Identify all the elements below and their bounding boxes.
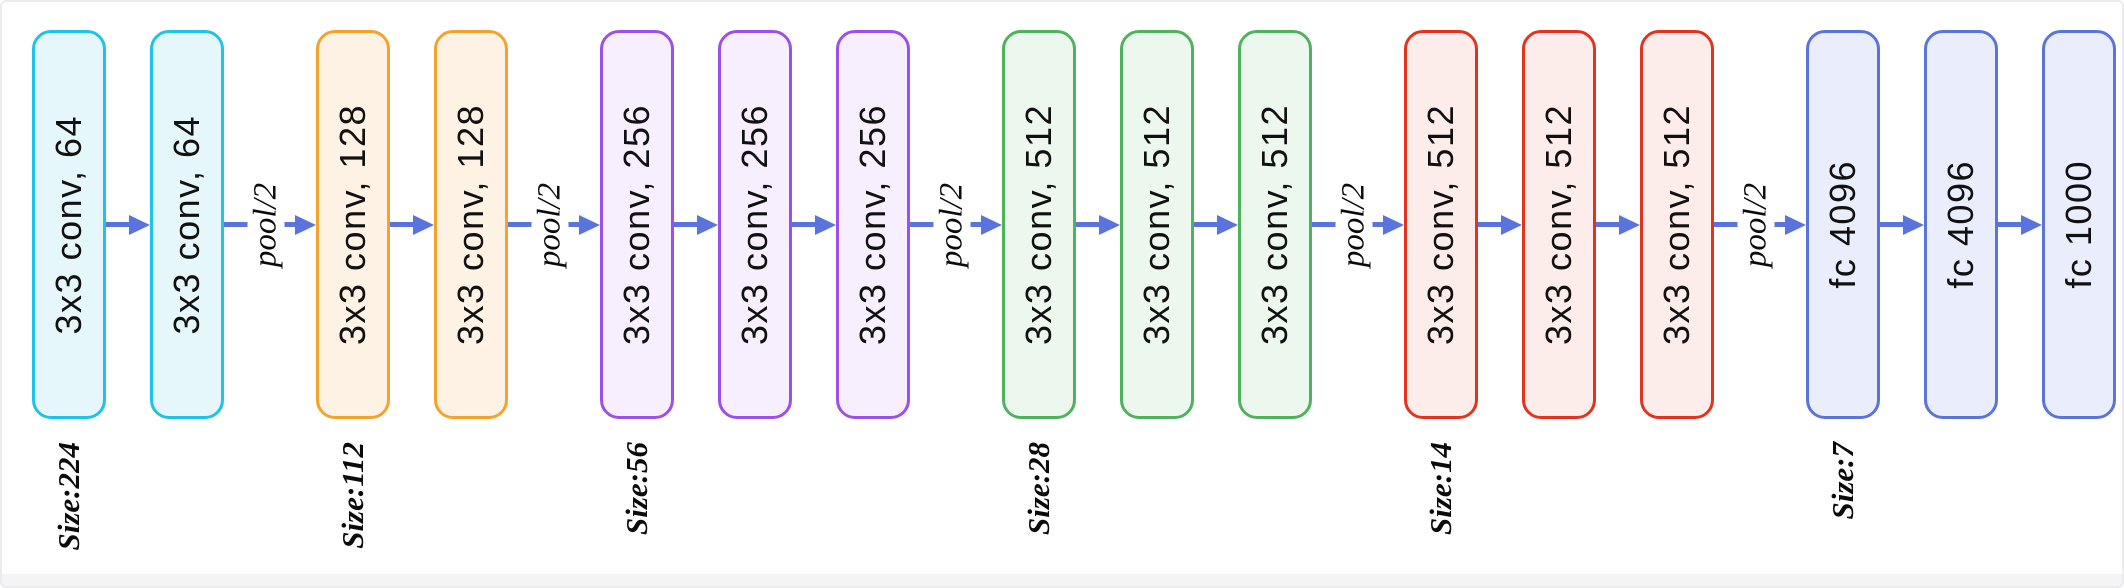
fc-layer-box: fc 4096 (1924, 30, 1998, 419)
pool-connector: pool/2 (1714, 30, 1806, 419)
fc-layer-box: fc 4096 (1806, 30, 1880, 419)
conv-layer-box: 3x3 conv, 512 (1238, 30, 1312, 419)
conv-layer-box: 3x3 conv, 512 (1404, 30, 1478, 419)
arrow-connector (674, 30, 718, 419)
layer-flow: 3x3 conv, 64 3x3 conv, 64 pool/2 Size:22… (32, 30, 2116, 551)
arrow-right-icon (129, 214, 150, 235)
pool-label: pool/2 (531, 174, 569, 275)
pool-label: pool/2 (933, 174, 971, 275)
layer-group-conv128: 3x3 conv, 128 3x3 conv, 128 pool/2 Size:… (316, 30, 600, 549)
layer-label: 3x3 conv, 512 (1018, 104, 1059, 345)
arrow-right-icon (1619, 214, 1640, 235)
arrow-right-icon (295, 214, 316, 235)
layer-label: 3x3 conv, 128 (450, 104, 491, 345)
arrow-right-icon (1383, 214, 1404, 235)
arrow-connector (1194, 30, 1238, 419)
layer-group-fc: fc 4096 fc 4096 fc 1000 Size:7 (1806, 30, 2116, 520)
arrow-connector (1998, 30, 2042, 419)
arrow-right-icon (1217, 214, 1238, 235)
arrow-connector (106, 30, 150, 419)
layer-label: 3x3 conv, 512 (1538, 104, 1579, 345)
conv-layer-box: 3x3 conv, 128 (316, 30, 390, 419)
layer-group-conv512-a: 3x3 conv, 512 3x3 conv, 512 3x3 conv, 51… (1002, 30, 1404, 535)
arrow-connector (1478, 30, 1522, 419)
layer-label: 3x3 conv, 256 (852, 104, 893, 345)
conv-layer-box: 3x3 conv, 512 (1522, 30, 1596, 419)
conv-layer-box: 3x3 conv, 512 (1640, 30, 1714, 419)
page-edge-strip (2, 574, 2122, 586)
layer-label: 3x3 conv, 256 (734, 104, 775, 345)
conv-layer-box: 3x3 conv, 64 (32, 30, 106, 419)
layer-group-conv64: 3x3 conv, 64 3x3 conv, 64 pool/2 Size:22… (32, 30, 316, 551)
pool-label: pool/2 (247, 174, 285, 275)
layer-group-conv256: 3x3 conv, 256 3x3 conv, 256 3x3 conv, 25… (600, 30, 1002, 535)
pool-connector: pool/2 (1312, 30, 1404, 419)
arrow-connector (792, 30, 836, 419)
conv-layer-box: 3x3 conv, 512 (1120, 30, 1194, 419)
arrow-connector (1880, 30, 1924, 419)
conv-layer-box: 3x3 conv, 256 (718, 30, 792, 419)
layer-label: 3x3 conv, 512 (1254, 104, 1295, 345)
size-label: Size:56 (619, 442, 654, 535)
conv-layer-box: 3x3 conv, 128 (434, 30, 508, 419)
pool-connector: pool/2 (508, 30, 600, 419)
arrow-right-icon (1099, 214, 1120, 235)
layer-label: fc 4096 (1940, 160, 1981, 289)
arrow-right-icon (1501, 214, 1522, 235)
arrow-right-icon (579, 214, 600, 235)
layer-label: 3x3 conv, 512 (1136, 104, 1177, 345)
conv-layer-box: 3x3 conv, 256 (600, 30, 674, 419)
size-label: Size:28 (1021, 442, 1056, 535)
layer-label: 3x3 conv, 512 (1656, 104, 1697, 345)
layer-label: 3x3 conv, 512 (1420, 104, 1461, 345)
pool-label: pool/2 (1737, 174, 1775, 275)
size-label: Size:224 (51, 442, 86, 551)
pool-connector: pool/2 (910, 30, 1002, 419)
arrow-right-icon (981, 214, 1002, 235)
conv-layer-box: 3x3 conv, 512 (1002, 30, 1076, 419)
arrow-right-icon (2021, 214, 2042, 235)
arrow-connector (1076, 30, 1120, 419)
arrow-connector (390, 30, 434, 419)
layer-label: 3x3 conv, 64 (166, 114, 207, 335)
arrow-right-icon (815, 214, 836, 235)
pool-connector: pool/2 (224, 30, 316, 419)
arrow-right-icon (697, 214, 718, 235)
layer-label: 3x3 conv, 128 (332, 104, 373, 345)
arrow-connector (1596, 30, 1640, 419)
pool-label: pool/2 (1335, 174, 1373, 275)
arrow-right-icon (1785, 214, 1806, 235)
size-label: Size:112 (335, 442, 370, 549)
conv-layer-box: 3x3 conv, 64 (150, 30, 224, 419)
size-label: Size:14 (1423, 442, 1458, 535)
arrow-right-icon (413, 214, 434, 235)
fc-layer-box: fc 1000 (2042, 30, 2116, 419)
size-label: Size:7 (1825, 442, 1860, 520)
layer-label: fc 1000 (2058, 160, 2099, 289)
arrow-right-icon (1903, 214, 1924, 235)
conv-layer-box: 3x3 conv, 256 (836, 30, 910, 419)
layer-label: 3x3 conv, 64 (48, 114, 89, 335)
layer-group-conv512-b: 3x3 conv, 512 3x3 conv, 512 3x3 conv, 51… (1404, 30, 1806, 535)
layer-label: 3x3 conv, 256 (616, 104, 657, 345)
layer-label: fc 4096 (1822, 160, 1863, 289)
